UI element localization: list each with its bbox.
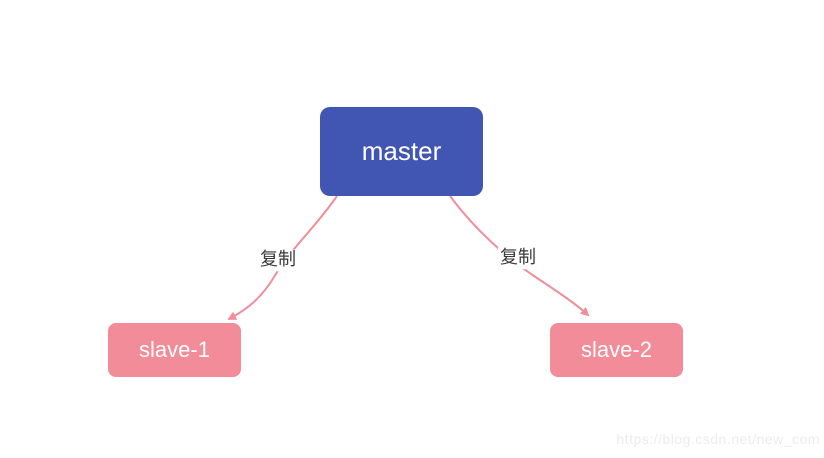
watermark-text: https://blog.csdn.net/new_com (616, 431, 820, 447)
edge-label-replicate-right: 复制 (498, 247, 538, 269)
node-master-label: master (361, 136, 442, 166)
node-slave-2: slave-2 (550, 323, 683, 377)
edge-label-replicate-left: 复制 (258, 249, 298, 271)
node-master: master (320, 107, 483, 196)
node-slave-1: slave-1 (108, 323, 241, 377)
node-slave-1-label: slave-1 (139, 337, 210, 362)
node-slave-2-label: slave-2 (581, 337, 652, 362)
